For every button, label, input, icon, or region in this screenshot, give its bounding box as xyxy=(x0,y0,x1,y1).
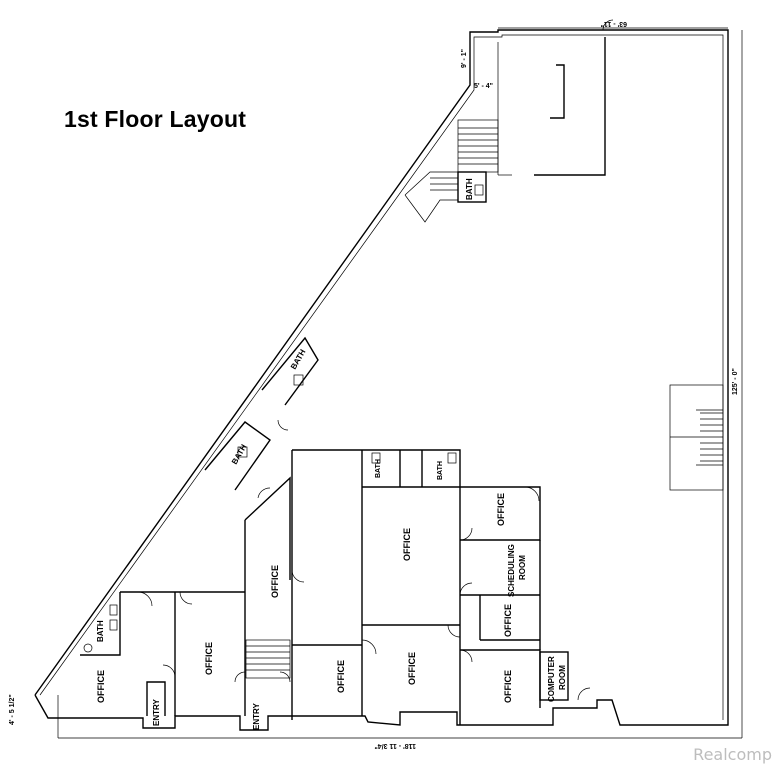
bath-label-mid-lower: BATH xyxy=(230,443,249,466)
computer-room-wall xyxy=(539,651,569,701)
scheduling-label-2: ROOM xyxy=(518,555,527,580)
office-label-6: OFFICE xyxy=(407,652,417,685)
exterior-wall-inner xyxy=(39,34,724,720)
exterior-wall xyxy=(34,29,729,731)
bath-label-small-1: BATH xyxy=(375,459,382,478)
office-label-7: OFFICE xyxy=(496,493,506,526)
stair-depth-dimension: 5' - 4" xyxy=(474,83,493,90)
right-stairs xyxy=(669,384,724,491)
bottom-dimension: 118' - 11 3/4" xyxy=(374,742,416,749)
entry-label-1: ENTRY xyxy=(152,699,161,726)
office-label-5: OFFICE xyxy=(402,528,412,561)
page-title: 1st Floor Layout xyxy=(64,106,247,132)
computer-label-1: COMPUTER xyxy=(547,656,556,702)
top-dimension: 63' - 11" xyxy=(601,20,627,27)
right-dimension: 125' - 0" xyxy=(732,368,739,395)
bath-label-left: BATH xyxy=(96,620,105,642)
toilet-icon xyxy=(474,184,484,196)
bath-label-mid-upper: BATH xyxy=(289,348,308,371)
office-label-2: OFFICE xyxy=(204,642,214,675)
lower-stairs xyxy=(245,639,291,679)
bath-label-upper: BATH xyxy=(465,178,474,200)
office-label-4: OFFICE xyxy=(336,660,346,693)
bath-label-small-2: BATH xyxy=(437,461,444,480)
upper-fixture xyxy=(550,64,565,119)
watermark: Realcomp xyxy=(693,745,772,764)
bath-mid-lower-wall xyxy=(204,421,271,491)
office-label-1: OFFICE xyxy=(96,670,106,703)
office-label-3: OFFICE xyxy=(270,565,280,598)
computer-label-2: ROOM xyxy=(558,665,567,690)
upper-stairs xyxy=(404,119,499,223)
bath-upper-room xyxy=(457,171,487,203)
upper-partition xyxy=(534,37,606,176)
central-wall-a xyxy=(292,449,461,487)
scheduling-label-1: SCHEDULING xyxy=(507,544,516,597)
office-label-8: OFFICE xyxy=(503,604,513,637)
entry-label-2: ENTRY xyxy=(252,703,261,730)
door-swings xyxy=(137,19,614,701)
stair-width-dimension: 9' - 1" xyxy=(461,49,468,68)
bath-mid-upper-wall xyxy=(261,336,319,406)
office-label-9: OFFICE xyxy=(503,670,513,703)
left-dimension: 4' - 5 1/2" xyxy=(9,694,16,725)
